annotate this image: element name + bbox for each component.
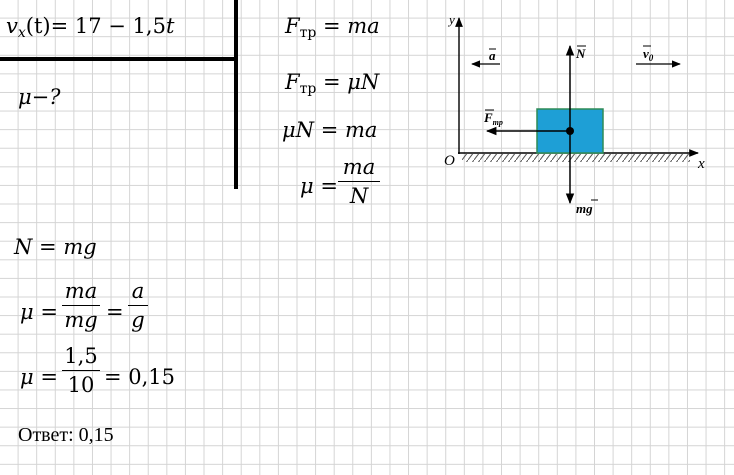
force-symbol: F (285, 14, 300, 38)
frac-1-5-over-10: 1,5 10 (62, 346, 100, 396)
force-subscript: тр (299, 25, 317, 41)
label-normal: N (575, 45, 586, 61)
numerator: 1,5 (64, 344, 98, 368)
velocity-subscript: x (17, 25, 26, 41)
numerator: ma (342, 155, 376, 179)
fraction-bar (62, 305, 100, 306)
velocity-symbol: v (6, 14, 18, 38)
denominator: mg (64, 308, 98, 332)
svg-text:mg: mg (576, 201, 593, 216)
result-value: = 0,15 (104, 365, 176, 389)
velocity-time: t (165, 14, 175, 38)
given-velocity: vx(t)= 17 − 1,5t (6, 14, 175, 41)
ground-hatching (462, 154, 690, 162)
unknown-mu: μ−? (18, 85, 61, 109)
answer-text: Ответ: 0,15 (18, 424, 114, 446)
svg-text:Fтр: Fтр (483, 110, 503, 127)
force-subscript: тр (299, 81, 317, 97)
label-gravity: mg (576, 199, 598, 216)
axis-y-label: y (447, 12, 455, 27)
frac-ma-over-mg: ma mg (62, 281, 100, 331)
numerator: ma (64, 279, 98, 303)
vertical-divider (234, 0, 238, 189)
label-acceleration: a (489, 48, 496, 63)
eq-mu-lhs-3: μ = (20, 365, 58, 389)
frac-ma-over-N: ma N (338, 157, 380, 207)
eq-friction-ma: Fтр = ma (285, 14, 380, 41)
center-of-mass-dot (566, 127, 574, 135)
velocity-argument: (t) (25, 14, 51, 38)
force-symbol: F (285, 70, 300, 94)
eq-muN-ma: μN = ma (282, 118, 378, 142)
denominator: g (131, 308, 145, 332)
fraction-bar (128, 305, 148, 306)
denominator: 10 (67, 373, 95, 397)
axis-x-label: x (697, 156, 705, 172)
denominator: N (349, 184, 369, 208)
svg-text:v0: v0 (643, 46, 654, 63)
frac-a-over-g: a g (128, 281, 148, 331)
label-initial-velocity: v0 (643, 45, 654, 63)
velocity-rhs: = 17 − 1,5 (50, 14, 166, 38)
fraction-bar (62, 370, 100, 371)
svg-text:a: a (489, 48, 496, 63)
eq-friction-muN: Fтр = μN (285, 70, 380, 97)
fraction-bar (338, 181, 380, 182)
eq-rhs: = ma (322, 14, 380, 38)
svg-text:N: N (575, 46, 586, 61)
origin-label: O (444, 153, 455, 169)
numerator: a (131, 279, 145, 303)
eq-normal-force: N = mg (14, 235, 97, 259)
label-friction: Fтр (483, 109, 503, 127)
eq-mu-lhs: μ = (300, 174, 338, 198)
eq-rhs: = μN (322, 70, 380, 94)
equals-sign: = (106, 300, 124, 324)
eq-mu-lhs-2: μ = (20, 300, 58, 324)
horizontal-divider (0, 57, 237, 61)
